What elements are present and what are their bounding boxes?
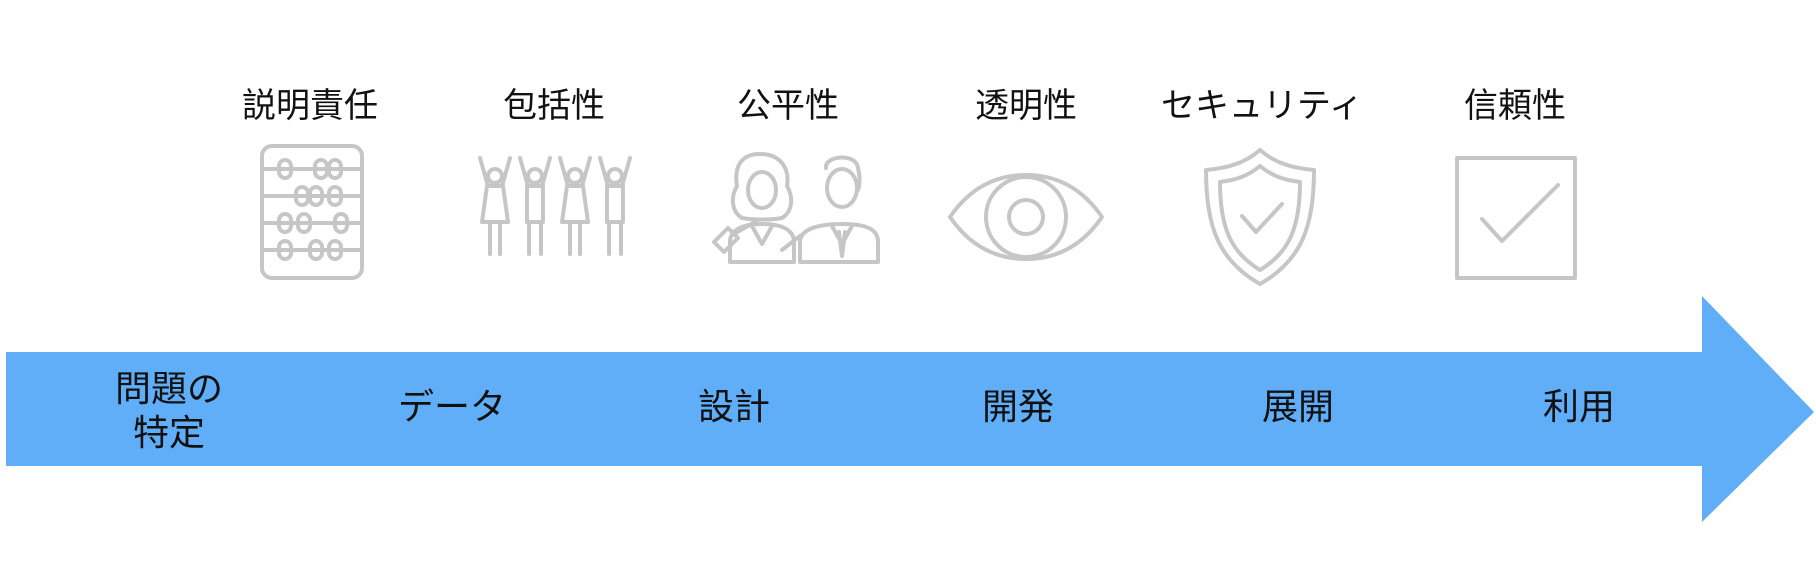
stage-label-problem-definition: 問題の 特定 xyxy=(49,368,289,456)
diverse-people-icon xyxy=(708,146,884,264)
stage-label-line: 問題の 特定 xyxy=(114,369,223,454)
stage-label-development: 開発 xyxy=(981,387,1054,428)
principle-label-fairness: 公平性 xyxy=(737,86,839,126)
principle-label-accountability: 説明責任 xyxy=(242,86,378,126)
eye-icon xyxy=(946,172,1106,262)
people-group-icon xyxy=(474,154,638,258)
stage-label-usage: 利用 xyxy=(1542,387,1615,428)
stage-label-data: データ xyxy=(397,387,506,428)
shield-check-icon xyxy=(1202,146,1318,288)
principle-label-reliability: 信頼性 xyxy=(1464,86,1566,126)
principle-label-security: セキュリティ xyxy=(1161,86,1363,126)
checkbox-icon xyxy=(1454,155,1578,281)
abacus-icon xyxy=(258,142,366,282)
stage-label-deployment: 展開 xyxy=(1261,387,1334,428)
stage-label-design: 設計 xyxy=(697,387,770,428)
principle-label-inclusiveness: 包括性 xyxy=(503,86,605,126)
principle-label-transparency: 透明性 xyxy=(975,86,1077,126)
